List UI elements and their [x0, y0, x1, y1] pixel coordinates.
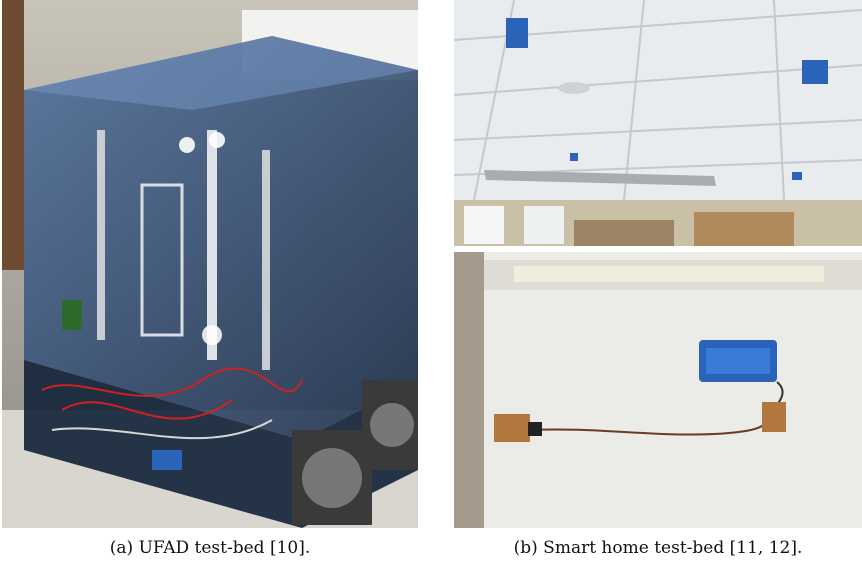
ufad-testbed-photo	[2, 0, 418, 528]
subfigure-caption-b: (b) Smart home test-bed [11, 12].	[454, 538, 862, 558]
smart-home-sensor-photo	[454, 252, 862, 528]
smart-home-ceiling-photo	[454, 0, 862, 246]
subfigure-label-b: (b)	[513, 538, 538, 558]
caption-text-b: Smart home test-bed [11, 12].	[543, 538, 803, 558]
subfigure-caption-a: (a) UFAD test-bed [10].	[2, 538, 418, 558]
subfigure-label-a: (a)	[109, 538, 134, 558]
caption-text-a: UFAD test-bed [10].	[138, 538, 311, 558]
